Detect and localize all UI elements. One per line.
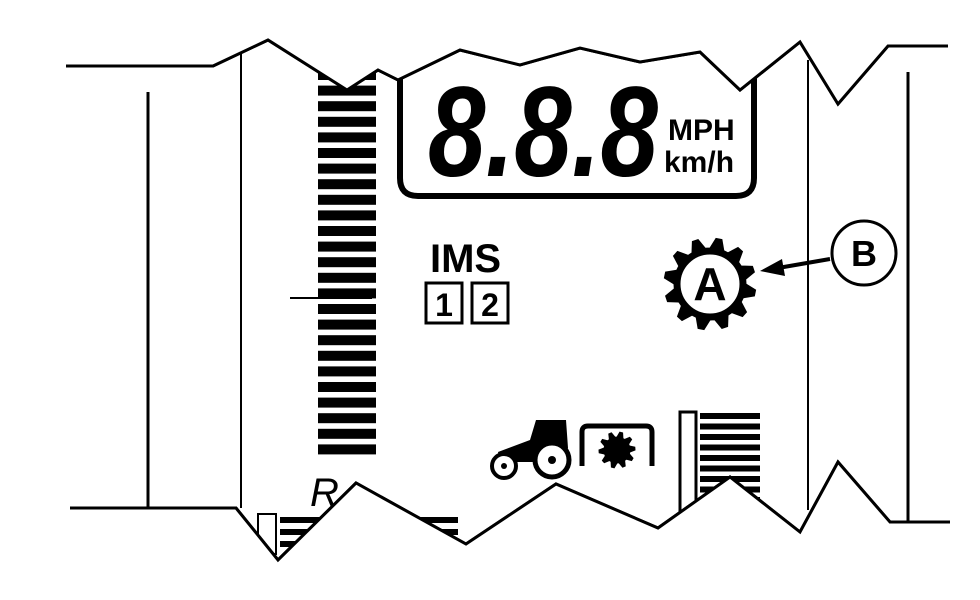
bar-segment xyxy=(318,413,376,424)
bar-segment xyxy=(318,272,376,283)
bar-segment xyxy=(318,397,376,408)
speed-unit-mph: MPH xyxy=(668,114,735,147)
bottom-mask xyxy=(70,462,950,600)
bar-segment xyxy=(318,428,376,439)
panel-top-edge-front xyxy=(66,38,948,107)
bar-segment xyxy=(700,455,760,461)
bar-segment xyxy=(318,304,376,314)
bar-segment xyxy=(318,288,376,299)
bar-segment xyxy=(700,444,760,451)
pto-icon xyxy=(579,423,655,469)
bar-segment xyxy=(318,444,376,455)
bar-segment xyxy=(700,413,760,419)
speed-display-window xyxy=(397,58,757,199)
bar-segment xyxy=(318,366,376,377)
ims-title: IMS xyxy=(430,237,501,281)
ims-box-1-label: 1 xyxy=(435,287,453,323)
engine-speed-bar-graph xyxy=(318,70,376,455)
bar-segment xyxy=(318,382,376,392)
bar-segment xyxy=(318,210,376,221)
tractor-icon xyxy=(490,420,572,480)
bar-segment xyxy=(318,241,376,252)
ims-box-2 xyxy=(470,281,510,325)
bar-segment xyxy=(318,163,376,174)
bar-segment xyxy=(318,350,376,361)
bar-segment xyxy=(318,194,376,205)
bar-segment xyxy=(318,116,376,127)
bar-segment xyxy=(700,434,760,440)
bar-segment xyxy=(318,319,376,330)
bar-segment xyxy=(700,465,760,472)
bar-segment xyxy=(318,335,376,346)
bar-segment xyxy=(318,179,376,190)
ims-box-1 xyxy=(424,281,464,325)
bar-segment xyxy=(700,423,760,430)
top-mask xyxy=(66,0,980,104)
bar-segment xyxy=(318,101,376,112)
auto-indicator-letter: A xyxy=(693,258,726,310)
panel-bottom-edge-front xyxy=(70,459,950,563)
ims-box-2-label: 2 xyxy=(481,287,499,323)
bar-segment xyxy=(318,257,376,268)
right-bar-frame xyxy=(678,410,698,514)
callout-label: B xyxy=(851,233,877,274)
bar-segment xyxy=(318,132,376,143)
arrow-icon xyxy=(760,257,831,276)
callout-circle xyxy=(830,219,898,287)
gear-icon xyxy=(663,237,757,331)
bar-segment xyxy=(318,148,376,158)
speed-readout: 8.8.8 xyxy=(428,61,658,204)
bar-segment xyxy=(318,226,376,236)
speed-unit-kmh: km/h xyxy=(664,146,734,179)
